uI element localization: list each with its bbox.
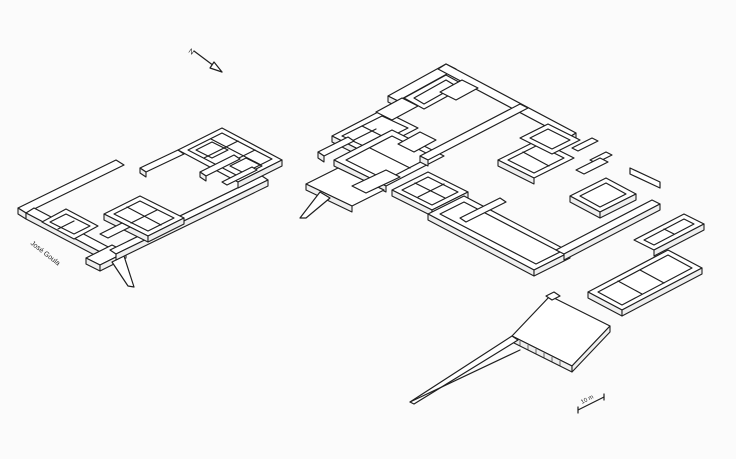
north-arrow-label: N [187, 48, 195, 57]
left-building [17, 127, 283, 288]
scale-bar-label: 10 m [580, 394, 595, 405]
central-complex [299, 63, 661, 277]
north-arrow: N [187, 48, 223, 73]
south-terrace-ramp [409, 291, 611, 405]
signature: José Goula [29, 240, 61, 267]
scale-bar: 10 m [577, 393, 605, 414]
southeast-building [587, 213, 705, 317]
